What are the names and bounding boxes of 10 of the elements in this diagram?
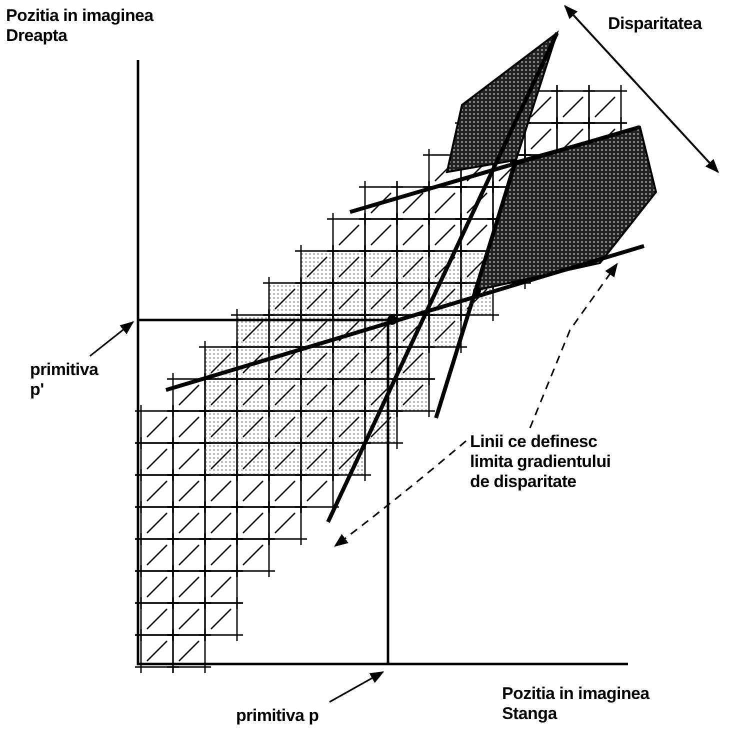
callout-label: primitiva p': [30, 360, 110, 400]
leader-arrow: [90, 321, 134, 357]
callout-label: primitiva p: [236, 706, 346, 726]
disparity-label: Disparitatea: [608, 14, 704, 34]
axis-title: Pozitia in imaginea Dreapta: [6, 6, 155, 46]
callout-label: Linii ce definesc limita gradientului de disparitate: [470, 432, 620, 492]
leader-arrow: [329, 671, 384, 703]
axis-title: Pozitia in imaginea Stanga: [502, 684, 651, 724]
leader-arrow: [334, 440, 467, 547]
leader-arrow: [529, 262, 618, 428]
